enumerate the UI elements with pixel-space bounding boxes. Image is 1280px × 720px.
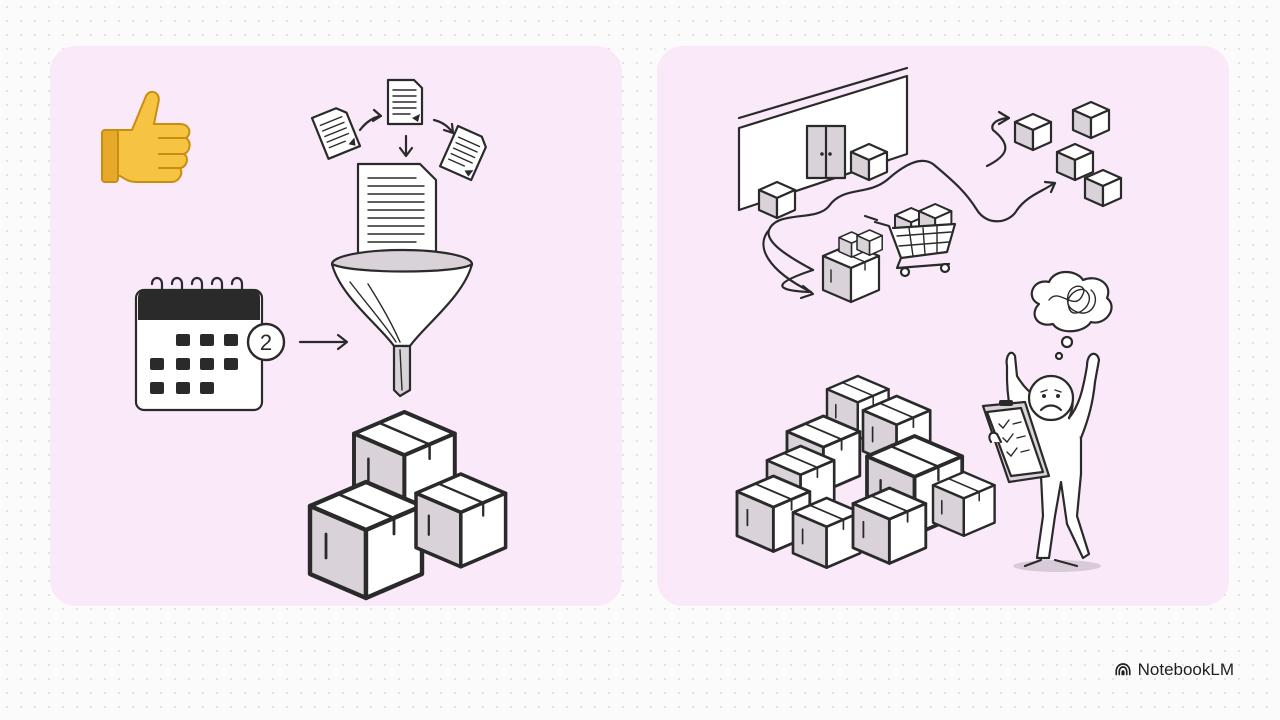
right-panel <box>657 46 1229 606</box>
left-panel: 2 <box>50 46 622 606</box>
route-path-icon <box>762 110 1057 300</box>
clipboard-icon <box>981 400 1051 484</box>
brand-name: NotebookLM <box>1137 660 1234 679</box>
thought-bubble-icon <box>1030 270 1113 361</box>
calendar-icon: 2 <box>134 276 286 412</box>
box-pile-icon <box>735 374 996 569</box>
thumbs-up-icon <box>101 90 191 183</box>
funnel-icon <box>330 248 474 398</box>
shopping-cart-icon <box>863 203 957 278</box>
notebooklm-branding: NotebookLM <box>1114 660 1234 680</box>
box-stack-icon <box>310 410 508 598</box>
arrow-icon <box>298 333 349 351</box>
arrow-icon <box>358 108 455 158</box>
calendar-badge: 2 <box>260 330 272 355</box>
warehouse-icon <box>737 66 909 212</box>
confused-person-icon <box>1005 351 1101 572</box>
notebooklm-logo-icon <box>1115 663 1131 676</box>
